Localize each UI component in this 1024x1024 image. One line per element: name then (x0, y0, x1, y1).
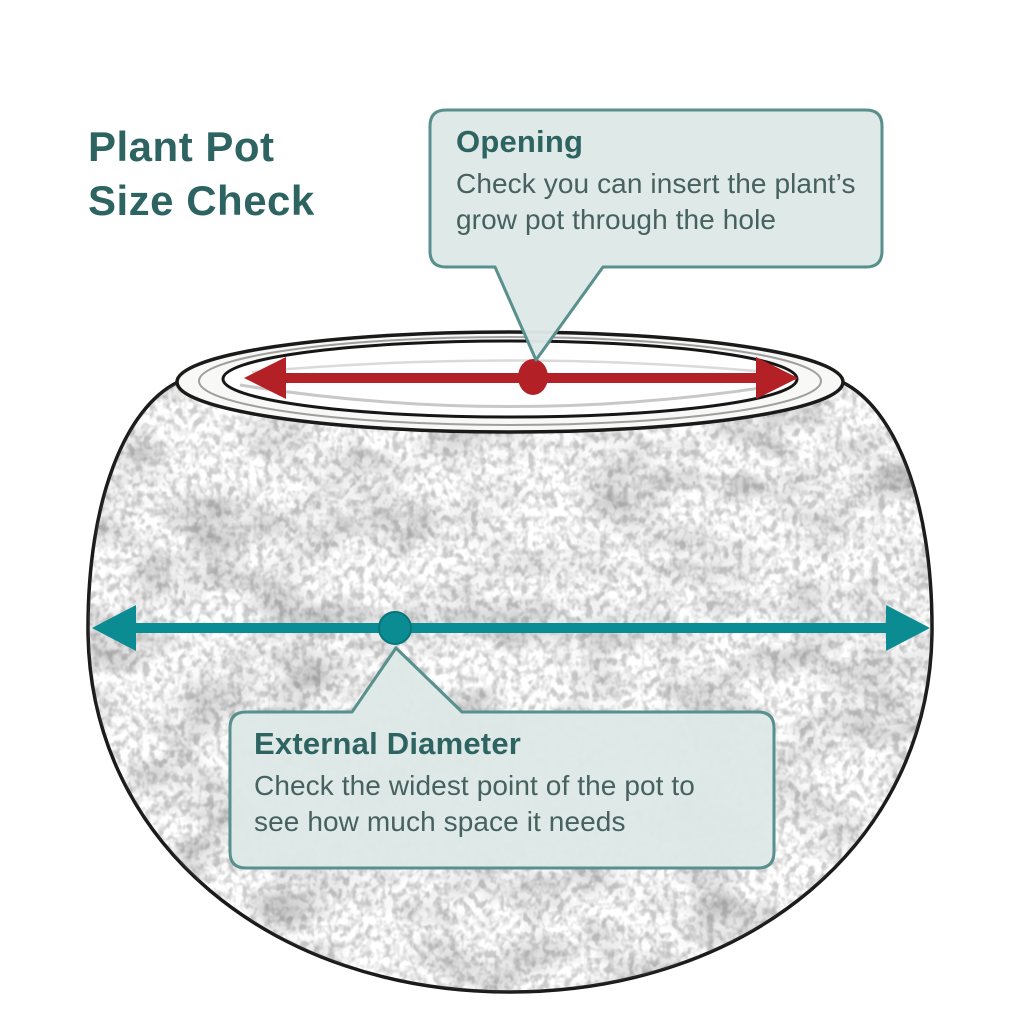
opening-callout-heading: Opening (456, 124, 584, 159)
opening-midpoint-dot (518, 359, 548, 395)
pot-sketch (86, 330, 934, 994)
external-arrowhead-left (92, 605, 136, 651)
opening-inner-shading (239, 383, 781, 408)
external-midpoint-dot (378, 611, 412, 645)
pot-rim-inner-line (198, 336, 822, 426)
external-arrowhead-right (886, 605, 930, 651)
external-callout-bubble (228, 646, 776, 870)
external-arrow (92, 605, 930, 651)
external-callout-body: Check the widest point of the pot to see… (254, 770, 695, 837)
opening-arrow (244, 357, 798, 399)
opening-callout-body: Check you can insert the plant’s grow po… (456, 168, 856, 235)
opening-callout-bubble (428, 108, 884, 362)
opening-arrowhead-right (756, 357, 798, 399)
opening-far-wall-shading (251, 359, 769, 374)
opening-arrowhead-left (244, 357, 286, 399)
page-title: Plant Pot Size Check (88, 123, 315, 224)
external-callout-heading: External Diameter (254, 726, 522, 761)
